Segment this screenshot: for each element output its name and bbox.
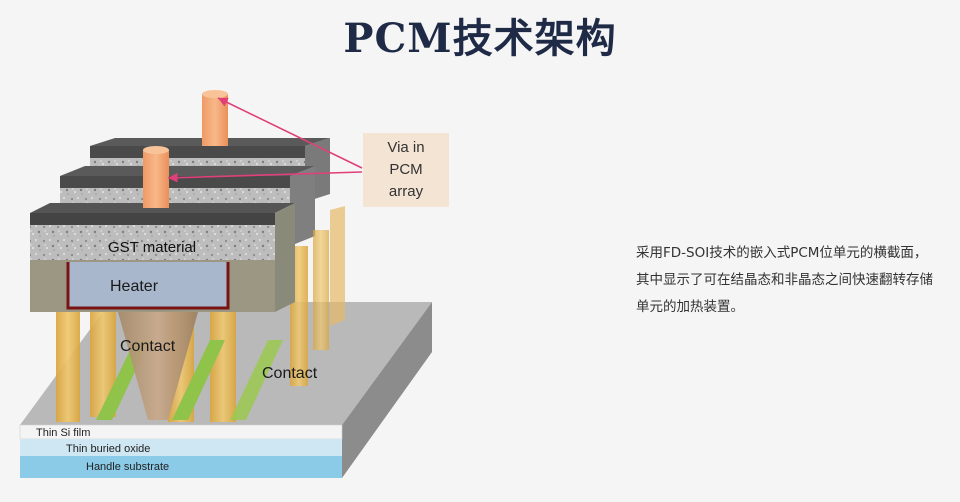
pcm-row-middle (60, 166, 315, 246)
front-pillars (56, 312, 283, 422)
description-text: 采用FD-SOI技术的嵌入式PCM位单元的横截面，其中显示了可在结晶态和非晶态之… (636, 245, 933, 315)
pcm-row-front (30, 203, 295, 312)
buried-oxide-label: Thin buried oxide (66, 443, 150, 455)
contact-label-left: Contact (120, 338, 176, 355)
via-callout-box: Via in PCM array (363, 133, 449, 207)
callout-arrows (167, 97, 363, 183)
via-callout-text: Via in PCM array (387, 139, 425, 200)
contact-label-right: Contact (262, 365, 318, 382)
slide-title: PCM技术架构 (343, 15, 617, 62)
handle-substrate-label: Handle substrate (86, 461, 169, 473)
gst-material-label: GST material (108, 239, 196, 256)
back-pillars (290, 206, 345, 386)
heater-label: Heater (110, 278, 159, 295)
thin-si-film-label: Thin Si film (36, 427, 90, 439)
via-cylinders (143, 90, 228, 208)
